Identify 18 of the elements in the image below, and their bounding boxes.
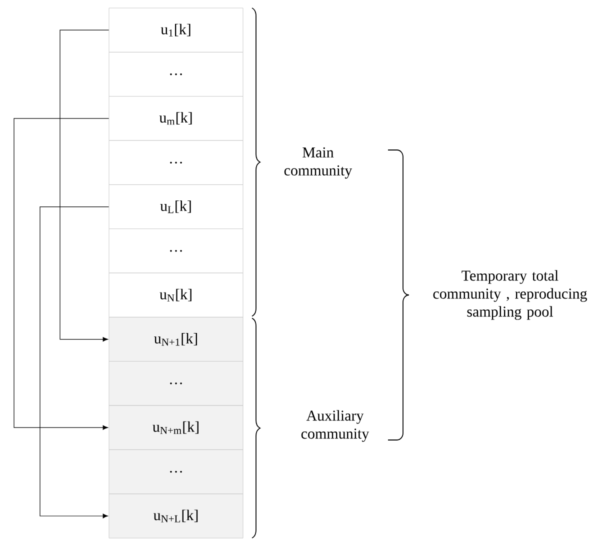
arrow <box>14 118 110 430</box>
cell: u$_{1}$[k] <box>108 8 244 52</box>
brace-label: Temporary total community , reproducing sampling pool <box>433 270 587 320</box>
cell: u$_{N+m}$[k] <box>108 405 244 450</box>
cell: u$_{L}$[k] <box>108 184 244 230</box>
brace-label: Main community <box>284 147 352 179</box>
cell: … <box>108 140 244 185</box>
brace-label: Auxiliary community <box>301 410 370 442</box>
cell: … <box>108 228 244 274</box>
arrow <box>60 30 110 342</box>
cell: u$_{N}$[k] <box>108 272 244 318</box>
cell: u$_{m}$[k] <box>108 96 244 141</box>
cell: u$_{N+1}$[k] <box>108 317 244 362</box>
cell: … <box>108 361 244 406</box>
cell: … <box>108 52 244 97</box>
arrow <box>40 206 110 518</box>
cell: u$_{N+L}$[k] <box>108 494 244 538</box>
cell: … <box>108 450 244 494</box>
